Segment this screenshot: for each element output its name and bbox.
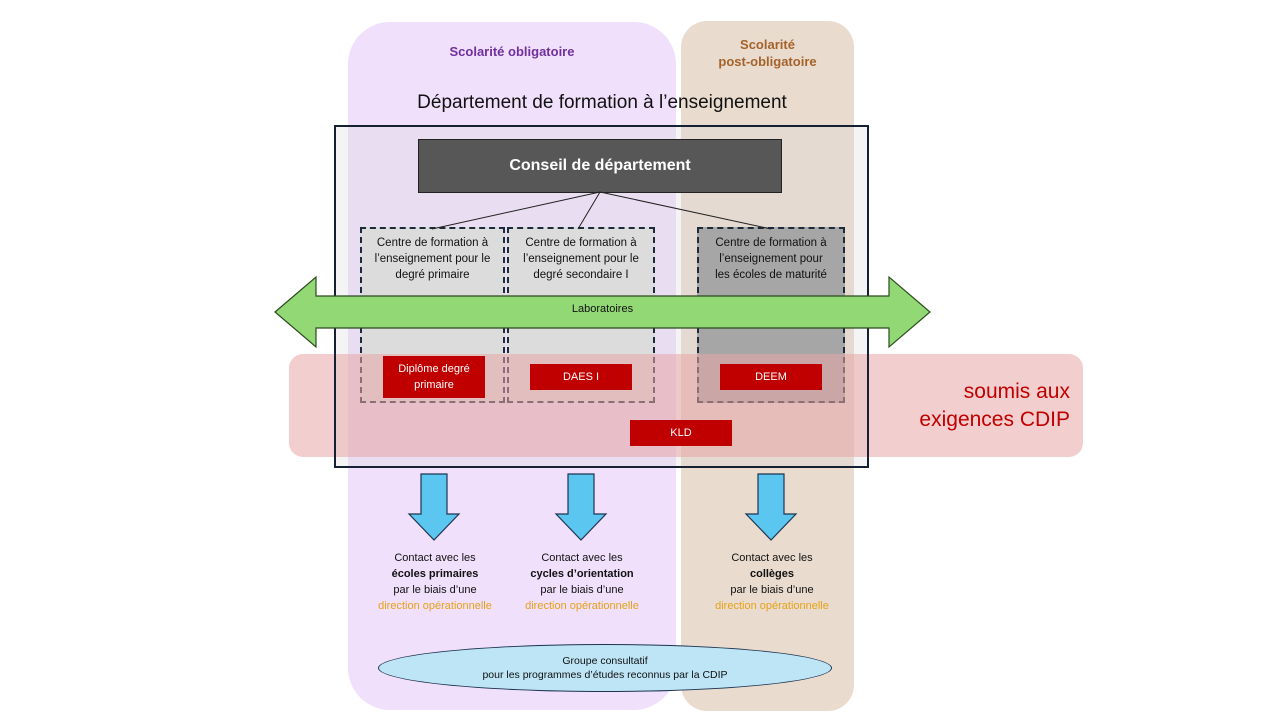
diplome-primaire-line1: Diplôme degré bbox=[398, 363, 470, 375]
cdip-label-line2: exigences CDIP bbox=[919, 408, 1070, 431]
groupe-consultatif-ellipse: Groupe consultatif pour les programmes d… bbox=[378, 644, 832, 692]
conseil-label: Conseil de département bbox=[509, 157, 691, 174]
groupe-consultatif-line1: Groupe consultatif bbox=[562, 655, 648, 667]
centre-primaire-line2: l’enseignement pour le bbox=[374, 253, 491, 265]
contact-primaire-line3: par le biais d’une bbox=[393, 584, 477, 596]
centre-maturite-line1: Centre de formation à bbox=[715, 237, 827, 249]
contact-colleges: Contact avec les collèges par le biais d… bbox=[697, 550, 847, 614]
column-title-post-obligatoire: Scolarité post-obligatoire bbox=[681, 36, 854, 70]
diplome-primaire-line2: primaire bbox=[414, 379, 454, 391]
connector-line-primaire bbox=[431, 191, 601, 230]
groupe-consultatif-line2: pour les programmes d’études reconnus pa… bbox=[482, 669, 728, 681]
laboratoires-label: Laboratoires bbox=[571, 303, 634, 315]
contact-colleges-line1: Contact avec les bbox=[731, 552, 813, 564]
centre-secondaire-line3: degré secondaire I bbox=[533, 269, 629, 281]
contact-primaire: Contact avec les écoles primaires par le… bbox=[360, 550, 510, 614]
contact-secondaire-line3: par le biais d’une bbox=[540, 584, 624, 596]
daes-label: DAES I bbox=[562, 371, 600, 383]
contact-secondaire-line1: Contact avec les bbox=[541, 552, 623, 564]
contact-secondaire: Contact avec les cycles d’orientation pa… bbox=[507, 550, 657, 614]
deem-label: DEEM bbox=[755, 371, 787, 383]
department-title: Département de formation à l’enseignemen… bbox=[417, 92, 787, 113]
centre-secondaire-line1: Centre de formation à bbox=[525, 237, 637, 249]
column-title-obligatoire: Scolarité obligatoire bbox=[449, 44, 575, 59]
contact-colleges-line3: par le biais d’une bbox=[730, 584, 814, 596]
column-title-post-line1: Scolarité bbox=[740, 37, 795, 52]
deem-box: DEEM bbox=[720, 364, 822, 390]
conseil-de-departement-box: Conseil de département bbox=[418, 139, 782, 193]
kld-box: KLD bbox=[630, 420, 732, 446]
down-arrow-colleges bbox=[744, 473, 798, 541]
centre-maturite-line3: les écoles de maturité bbox=[715, 269, 827, 281]
contact-colleges-bold: collèges bbox=[749, 568, 795, 580]
contact-primaire-line1: Contact avec les bbox=[394, 552, 476, 564]
contact-primaire-direction: direction opérationnelle bbox=[378, 600, 492, 612]
centre-maturite-line2: l’enseignement pour bbox=[719, 253, 823, 265]
cdip-label-line1: soumis aux bbox=[963, 380, 1070, 403]
centre-secondaire-line2: l’enseignement pour le bbox=[523, 253, 639, 265]
connector-line-secondaire bbox=[577, 191, 601, 230]
contact-colleges-direction: direction opérationnelle bbox=[715, 600, 829, 612]
daes-box: DAES I bbox=[530, 364, 632, 390]
laboratoires-arrow bbox=[274, 275, 931, 349]
diplome-primaire-box: Diplôme degré primaire bbox=[383, 356, 485, 398]
down-arrow-primaire bbox=[407, 473, 461, 541]
contact-secondaire-direction: direction opérationnelle bbox=[525, 600, 639, 612]
centre-primaire-line1: Centre de formation à bbox=[376, 237, 489, 249]
connector-line-maturite bbox=[599, 191, 772, 230]
column-title-post-line2: post-obligatoire bbox=[718, 54, 817, 69]
contact-secondaire-bold: cycles d’orientation bbox=[530, 568, 634, 580]
kld-label: KLD bbox=[670, 427, 692, 439]
down-arrow-secondaire bbox=[554, 473, 608, 541]
cdip-label: soumis aux exigences CDIP bbox=[880, 378, 1070, 434]
contact-primaire-bold: écoles primaires bbox=[391, 568, 479, 580]
centre-primaire-line3: degré primaire bbox=[395, 269, 470, 281]
